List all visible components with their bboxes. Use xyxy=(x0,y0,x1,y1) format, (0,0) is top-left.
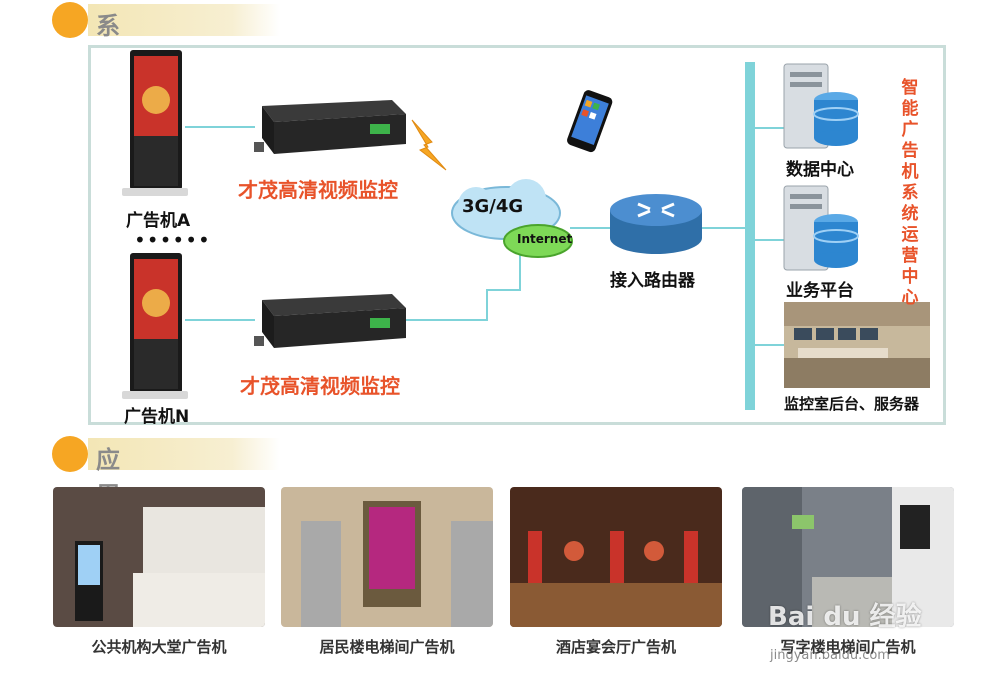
ellipsis-dots: •••••• xyxy=(134,228,211,252)
ad-machine-a-icon xyxy=(122,50,188,196)
section-bullet-icon xyxy=(52,436,88,472)
cloud-3g4g-icon xyxy=(451,179,573,258)
video-monitor-device-top-icon xyxy=(254,100,406,154)
control-room-photo xyxy=(784,302,930,388)
wireless-lightning-icon xyxy=(411,119,447,171)
caption-lobby: 公共机构大堂广告机 xyxy=(91,638,227,656)
data-center-label: 数据中心 xyxy=(786,160,854,180)
section-band xyxy=(88,438,280,470)
application-photo-lobby xyxy=(53,487,265,627)
ad-machine-a-label: 广告机A xyxy=(126,211,191,231)
caption-banquet: 酒店宴会厅广告机 xyxy=(555,638,676,656)
application-photo-office-elevator xyxy=(742,487,954,627)
cloud-internet-label: Internet xyxy=(517,232,573,246)
section-band xyxy=(88,4,280,36)
business-platform-server-icon xyxy=(783,185,859,271)
ad-machine-n-icon xyxy=(122,253,188,399)
section-bullet-icon xyxy=(52,2,88,38)
ad-machine-n-label: 广告机N xyxy=(124,407,190,427)
link-monitor-to-internet xyxy=(405,250,521,321)
lobby-photo xyxy=(53,487,265,627)
watermark-url: jingyan.baidu.com xyxy=(770,648,890,663)
elevator-photo xyxy=(281,487,493,627)
watermark-brand: Bai du 经验 xyxy=(768,602,922,632)
caption-office-elevator: 写字楼电梯间广告机 xyxy=(780,638,916,656)
banquet-photo xyxy=(510,487,722,627)
office-elevator-photo xyxy=(742,487,954,627)
monitor-label-bottom: 才茂高清视频监控 xyxy=(240,374,400,398)
caption-elevator: 居民楼电梯间广告机 xyxy=(319,638,455,656)
ops-center-vertical-label: 智能广告机系统运营中心 xyxy=(901,78,919,308)
video-monitor-device-bottom-icon xyxy=(254,294,406,348)
cloud-3g4g-label: 3G/4G xyxy=(462,196,524,217)
monitor-label-top: 才茂高清视频监控 xyxy=(238,178,398,202)
data-center-server-icon xyxy=(783,63,859,149)
topology-connections xyxy=(185,62,785,410)
router-icon xyxy=(610,194,702,254)
control-room-label: 监控室后台、服务器 xyxy=(784,395,920,413)
smartphone-icon xyxy=(567,90,613,153)
network-bus xyxy=(745,62,755,410)
application-photo-elevator xyxy=(281,487,493,627)
application-photo-banquet xyxy=(510,487,722,627)
router-label: 接入路由器 xyxy=(610,271,695,291)
business-platform-label: 业务平台 xyxy=(786,281,854,301)
